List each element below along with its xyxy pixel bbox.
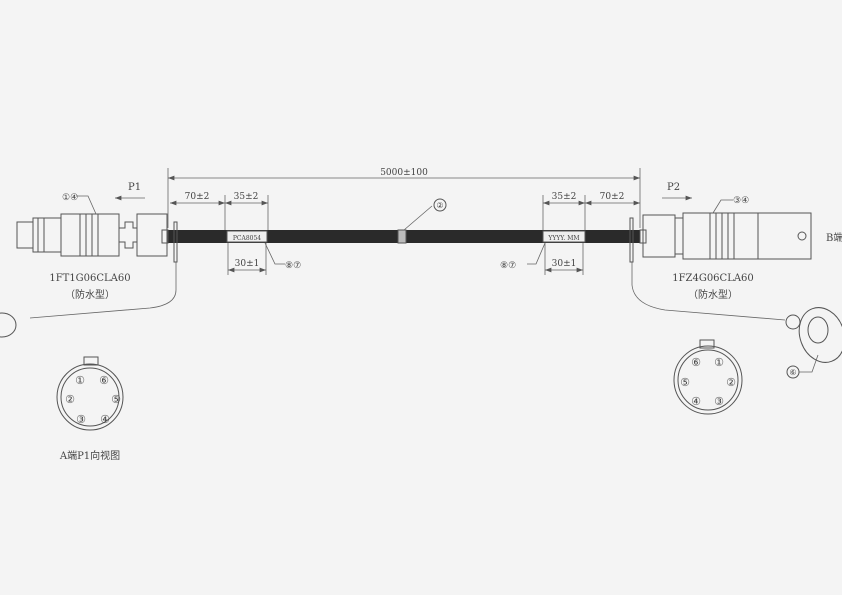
svg-text:⑧⑦: ⑧⑦ <box>500 261 516 271</box>
svg-text:①: ① <box>75 374 85 387</box>
svg-text:35±2: 35±2 <box>234 192 259 202</box>
left-lanyard <box>29 262 177 319</box>
svg-text:70±2: 70±2 <box>600 192 625 202</box>
svg-text:70±2: 70±2 <box>185 192 210 202</box>
right-end-label: B端 <box>826 231 842 244</box>
svg-text:②: ② <box>726 376 736 389</box>
cable-joint <box>397 229 407 244</box>
svg-text:⑥: ⑥ <box>691 356 701 369</box>
right-pin-face: ⑥ ① ⑤ ② ④ ③ <box>673 339 743 415</box>
svg-text:P1: P1 <box>128 182 141 193</box>
left-dust-cap <box>0 312 17 338</box>
left-label-balloon: ⑧⑦ <box>264 242 301 271</box>
right-lanyard-ring <box>629 217 634 263</box>
svg-text:③: ③ <box>76 413 86 426</box>
svg-text:①④: ①④ <box>62 193 78 203</box>
svg-text:⑤: ⑤ <box>111 393 121 406</box>
cable-balloon: ② <box>403 198 447 231</box>
svg-text:30±1: 30±1 <box>235 259 260 269</box>
right-view-arrow: P2 <box>662 182 692 201</box>
left-dimensions: 70±2 35±2 30±1 <box>170 192 269 275</box>
svg-text:④: ④ <box>691 395 701 408</box>
left-lanyard-ring <box>173 221 178 263</box>
svg-text:35±2: 35±2 <box>552 192 577 202</box>
left-view-arrow: P1 <box>115 182 145 201</box>
left-connector-balloon: ①④ <box>62 193 97 215</box>
overall-length-label: 5000±100 <box>380 168 428 178</box>
svg-text:P2: P2 <box>667 182 680 193</box>
right-lanyard <box>631 262 786 321</box>
right-dimensions: 35±2 70±2 30±1 <box>542 192 640 275</box>
svg-text:②: ② <box>65 393 75 406</box>
left-pin-face: ① ⑥ ② ⑤ ③ ④ <box>56 356 124 431</box>
left-marker-sleeve <box>226 230 268 243</box>
overall-dimension: 5000±100 <box>167 168 641 228</box>
svg-text:②: ② <box>436 201 443 210</box>
right-connector-balloon: ③④ <box>712 196 749 214</box>
right-marker-text: YYYY. MM <box>547 235 579 242</box>
svg-text:③: ③ <box>714 395 724 408</box>
left-pin-view-caption: A端P1向视图 <box>59 449 120 462</box>
svg-text:⑤: ⑤ <box>680 376 690 389</box>
svg-text:⑧⑦: ⑧⑦ <box>285 261 301 271</box>
svg-text:⑥: ⑥ <box>789 368 796 377</box>
svg-text:①: ① <box>714 356 724 369</box>
left-marker-text: PCA8054 <box>233 235 261 242</box>
svg-text:⑥: ⑥ <box>99 374 109 387</box>
right-label-balloon: ⑧⑦ <box>500 242 546 271</box>
right-part-number: 1FZ4G06CLA60 <box>672 273 754 284</box>
right-dust-cap: ⑥ <box>785 307 842 379</box>
right-marker-sleeve <box>542 230 586 243</box>
right-type-note: （防水型） <box>688 288 738 301</box>
svg-text:③④: ③④ <box>733 196 749 206</box>
left-connector <box>16 213 169 257</box>
left-part-number: 1FT1G06CLA60 <box>49 273 130 284</box>
right-connector <box>639 212 812 260</box>
left-type-note: （防水型） <box>65 288 115 301</box>
svg-text:30±1: 30±1 <box>552 259 577 269</box>
svg-text:④: ④ <box>100 413 110 426</box>
